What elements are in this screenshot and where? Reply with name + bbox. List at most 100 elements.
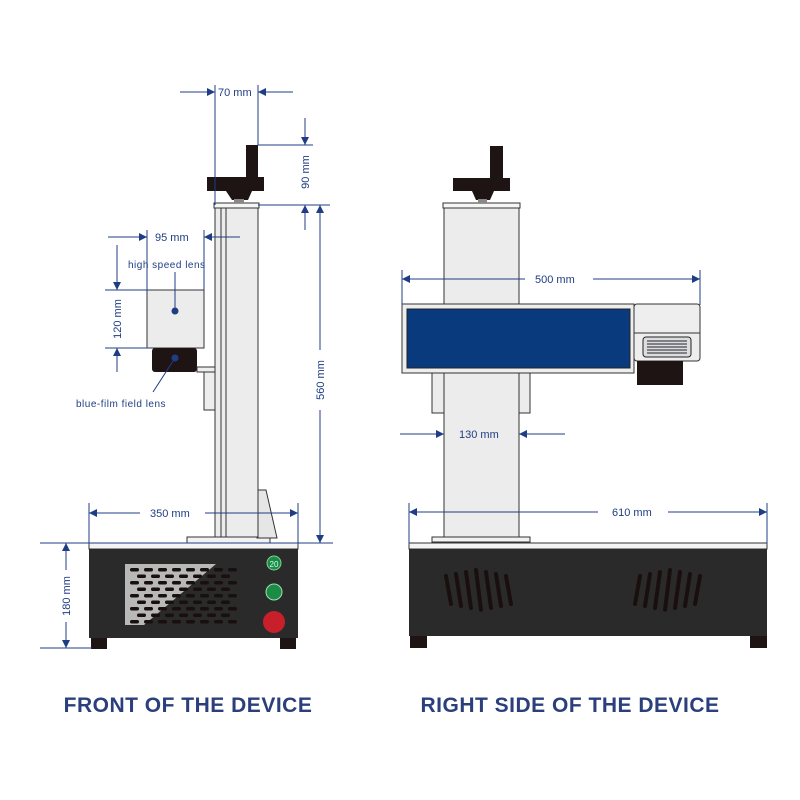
vent-slot [228, 581, 237, 585]
label-high-speed-lens: high speed lens [128, 260, 206, 271]
vent-slot [464, 570, 473, 610]
vent-slot [643, 572, 652, 608]
laser-arm-blue-panel [406, 308, 631, 369]
vent-slot [144, 568, 153, 572]
right-foot-left [410, 636, 427, 648]
vent-slot [144, 607, 153, 611]
vent-slot [179, 600, 188, 604]
front-lift-knob [207, 177, 264, 191]
right-vent-slots [444, 568, 702, 612]
front-column [214, 204, 259, 538]
vent-slot [158, 607, 167, 611]
vent-slot [200, 620, 209, 624]
vent-slot [454, 572, 463, 608]
vent-slot [200, 568, 209, 572]
front-view: 20 70 mm 90 mm [40, 85, 333, 649]
front-foot-left [91, 638, 107, 649]
vent-slot [186, 607, 195, 611]
front-column-cap [213, 202, 260, 209]
vent-slot [207, 574, 216, 578]
right-view: 500 mm 130 mm 610 mm [400, 146, 768, 648]
vent-slot [186, 594, 195, 598]
vent-slot [444, 574, 453, 606]
vent-slot [214, 594, 223, 598]
right-lift-knob [453, 178, 510, 191]
vent-slot [165, 587, 174, 591]
vent-slot [130, 568, 139, 572]
front-brace [256, 489, 278, 539]
dim-right-base-width: 610 mm [612, 507, 652, 519]
vent-slot [214, 568, 223, 572]
vent-slot [504, 574, 513, 606]
right-foot-right [750, 636, 767, 648]
indicator-text: 20 [270, 560, 279, 569]
vent-slot [673, 570, 682, 610]
vent-slot [186, 568, 195, 572]
front-base-top [88, 542, 299, 550]
vent-slot [137, 587, 146, 591]
vent-slot [207, 600, 216, 604]
dim-arm-width: 500 mm [535, 274, 575, 286]
vent-slot [144, 581, 153, 585]
vent-slot [144, 620, 153, 624]
right-column-plate [431, 536, 531, 543]
vent-slot [137, 574, 146, 578]
vent-slot [130, 581, 139, 585]
power-button [265, 583, 283, 601]
dim-base-height: 180 mm [61, 576, 73, 616]
vent-slot [151, 587, 160, 591]
vent-slot [228, 594, 237, 598]
vent-slot [179, 587, 188, 591]
right-lift-handle [490, 146, 503, 179]
vent-slot [200, 581, 209, 585]
vent-slot [172, 581, 181, 585]
right-base-top [408, 542, 768, 550]
vent-slot [137, 613, 146, 617]
vent-slot [221, 574, 230, 578]
vent-slot [165, 574, 174, 578]
vent-slot [158, 620, 167, 624]
vent-slot [158, 568, 167, 572]
right-base [409, 549, 767, 636]
vent-slot [221, 587, 230, 591]
vent-slot [228, 607, 237, 611]
vent-slot [663, 568, 672, 612]
vent-slot [214, 607, 223, 611]
vent-slot [693, 574, 702, 606]
front-vent-slots [130, 568, 237, 624]
vent-slot [165, 600, 174, 604]
vent-slot [172, 607, 181, 611]
vent-slot [151, 600, 160, 604]
vent-slot [193, 600, 202, 604]
dim-head-height: 90 mm [300, 155, 312, 189]
dim-column-width: 130 mm [459, 429, 499, 441]
dim-head-width: 70 mm [218, 87, 252, 99]
vent-slot [151, 613, 160, 617]
vent-slot [151, 574, 160, 578]
right-field-lens [637, 361, 683, 385]
vent-slot [494, 572, 503, 608]
vent-slot [130, 620, 139, 624]
front-foot-right [280, 638, 296, 649]
vent-slot [193, 613, 202, 617]
emergency-stop-button [263, 611, 285, 633]
vent-slot [221, 600, 230, 604]
dim-lens-width: 95 mm [155, 232, 189, 244]
vent-slot [193, 587, 202, 591]
title-front: FRONT OF THE DEVICE [64, 694, 313, 717]
vent-slot [633, 574, 642, 606]
title-right-side: RIGHT SIDE OF THE DEVICE [420, 694, 719, 717]
vent-slot [172, 568, 181, 572]
vent-slot [200, 594, 209, 598]
vent-slot [207, 587, 216, 591]
vent-slot [179, 574, 188, 578]
vent-slot [172, 594, 181, 598]
lens-bracket [203, 371, 216, 411]
vent-slot [214, 620, 223, 624]
vent-slot [474, 568, 483, 612]
vent-slot [221, 613, 230, 617]
vent-slot [207, 613, 216, 617]
vent-slot [179, 613, 188, 617]
vent-slot [158, 594, 167, 598]
